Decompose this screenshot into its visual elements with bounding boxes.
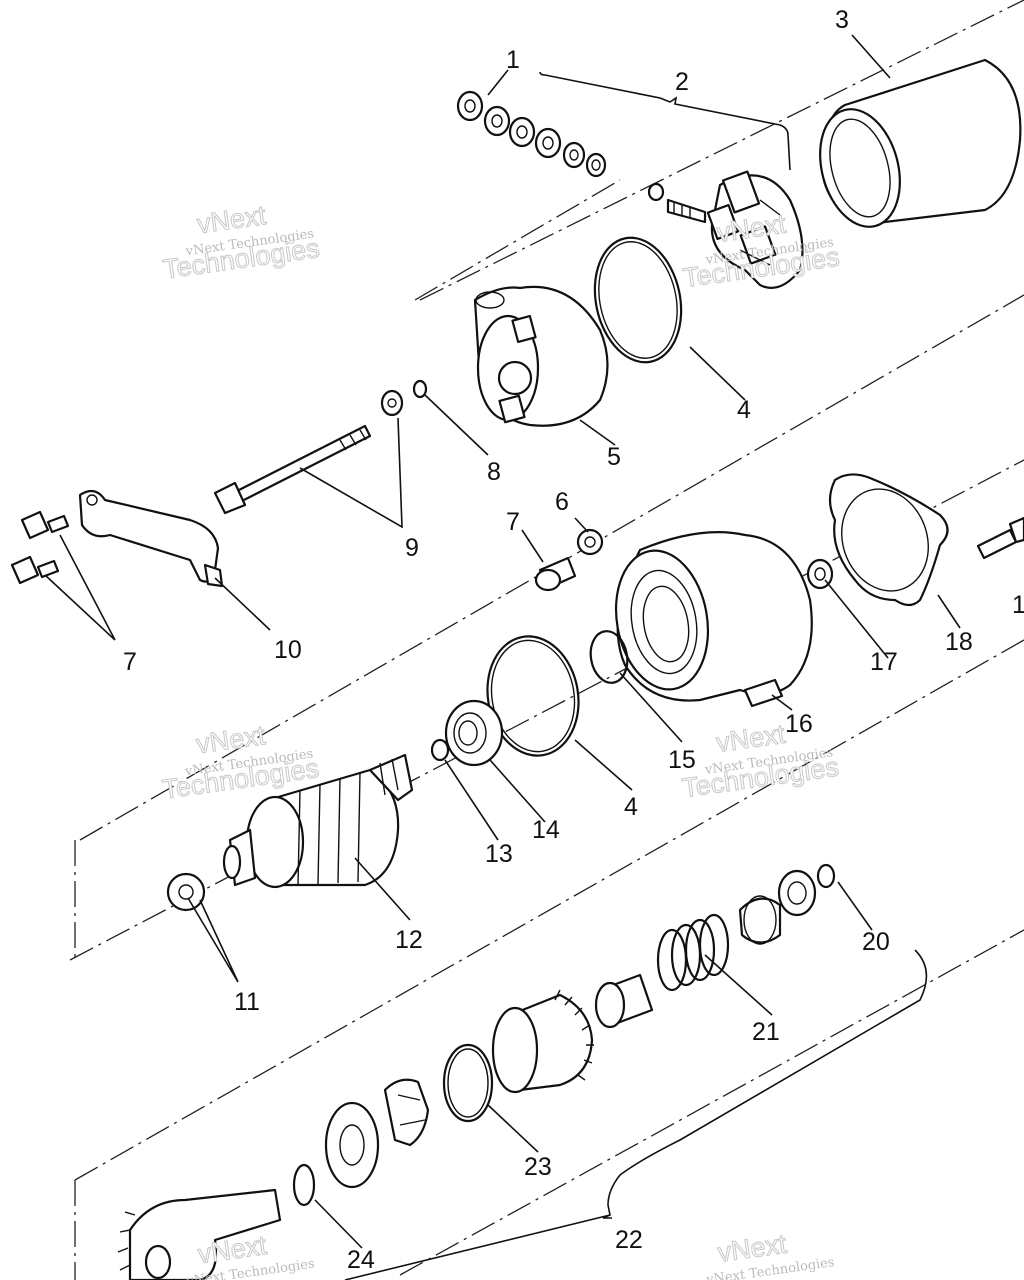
callout-17: 17 [870,648,898,676]
callout-10: 10 [274,636,302,664]
callout-8: 8 [487,458,501,486]
armature [222,753,414,889]
leader-lines [44,34,961,1280]
armature-snap-ring [430,738,450,762]
callout-3: 3 [835,6,849,34]
pinion-snap-ring [816,863,836,889]
callout-24: 24 [347,1246,375,1274]
callout-4-lower: 4 [624,793,638,821]
small-o-ring [412,379,428,399]
callout-18: 18 [945,628,973,656]
clutch-retainer-ring [442,1043,494,1123]
callout-5: 5 [607,443,621,471]
brush-holder-assembly [647,170,804,289]
watermark-mid-left: vNext Technologies vNext Technologies [160,720,321,806]
housing-bolt [976,516,1024,560]
callout-9: 9 [405,534,419,562]
callout-13: 13 [485,840,513,868]
callout-14: 14 [532,816,560,844]
commutator-washers [166,872,206,912]
pinion-bushing [594,973,654,1029]
pinion-stop-collar [777,869,817,917]
watermark-bottom-right: vNext vNext Technologies [705,1228,836,1280]
callout-21: 21 [752,1018,780,1046]
watermark-top-left: vNext Technologies vNext Technologies [161,200,322,286]
thrust-washer [324,1101,380,1189]
callout-15: 15 [668,746,696,774]
callout-12: 12 [395,926,423,954]
through-bolt [213,389,404,515]
clutch-cup [738,895,782,945]
callout-23: 23 [524,1153,552,1181]
front-housing [614,531,813,708]
housing-gasket [828,473,949,607]
terminal-nut-stud [534,528,604,592]
o-ring-lower [486,635,580,757]
callout-16: 16 [785,710,813,738]
armature-bearing [444,699,504,767]
callout-19: 1 [1012,591,1024,619]
terminal-nut-washers [456,90,607,178]
housing-o-ring [589,630,629,684]
overrunning-clutch-gear [491,989,594,1094]
callout-11: 11 [234,988,260,1016]
mounting-bracket [78,489,224,588]
callout-7-left: 7 [123,648,137,676]
callout-7-mid: 7 [506,508,520,536]
o-ring-upper [593,236,683,364]
callout-20: 20 [862,928,890,956]
return-spring [656,913,730,992]
yoke-housing [819,58,1022,228]
callout-22: 22 [615,1226,643,1254]
bracket-bolts [10,510,70,585]
callout-4-upper: 4 [737,396,751,424]
output-shaft-gear [117,1188,282,1280]
callout-1: 1 [506,46,520,74]
rear-end-cover [473,285,609,427]
output-shaft-snap-ring [292,1163,316,1207]
clutch-roller-segments [383,1078,430,1147]
watermark-mid-right: vNext Technologies vNext Technologies [680,718,841,804]
callout-6: 6 [555,488,569,516]
callout-labels: 1 2 3 4 5 8 9 10 7 7 6 17 18 1 16 15 4 1… [123,6,1024,1274]
callout-2: 2 [675,68,689,96]
